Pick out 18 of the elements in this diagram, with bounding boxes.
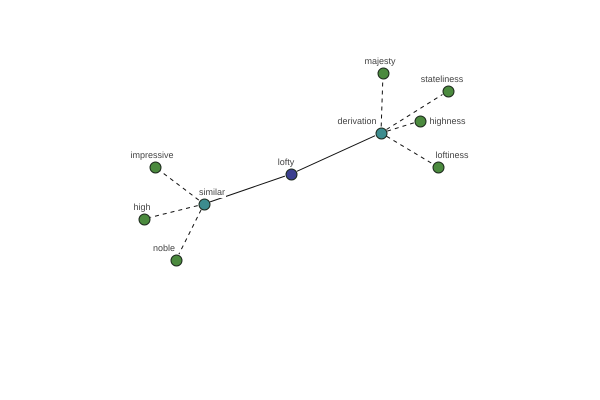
node-label: high: [132, 202, 152, 212]
connector-line: [296, 135, 376, 172]
node-label: loftiness: [434, 150, 470, 160]
dashed-connector: [178, 209, 202, 255]
dashed-connector: [160, 170, 200, 201]
node-label: derivation: [336, 116, 378, 126]
node-label: majesty: [364, 56, 396, 66]
node-label: lofty: [276, 156, 296, 168]
node-label: noble: [152, 242, 176, 254]
node-label: similar: [198, 186, 226, 198]
dashed-connector: [386, 136, 433, 164]
node-label: impressive: [130, 150, 174, 160]
dashed-connector: [386, 94, 443, 130]
connector-line: [210, 176, 286, 202]
node-label: highness: [428, 116, 467, 126]
node-label: stateliness: [420, 74, 464, 84]
dashed-connector: [386, 122, 414, 132]
dashed-connector: [150, 205, 198, 218]
